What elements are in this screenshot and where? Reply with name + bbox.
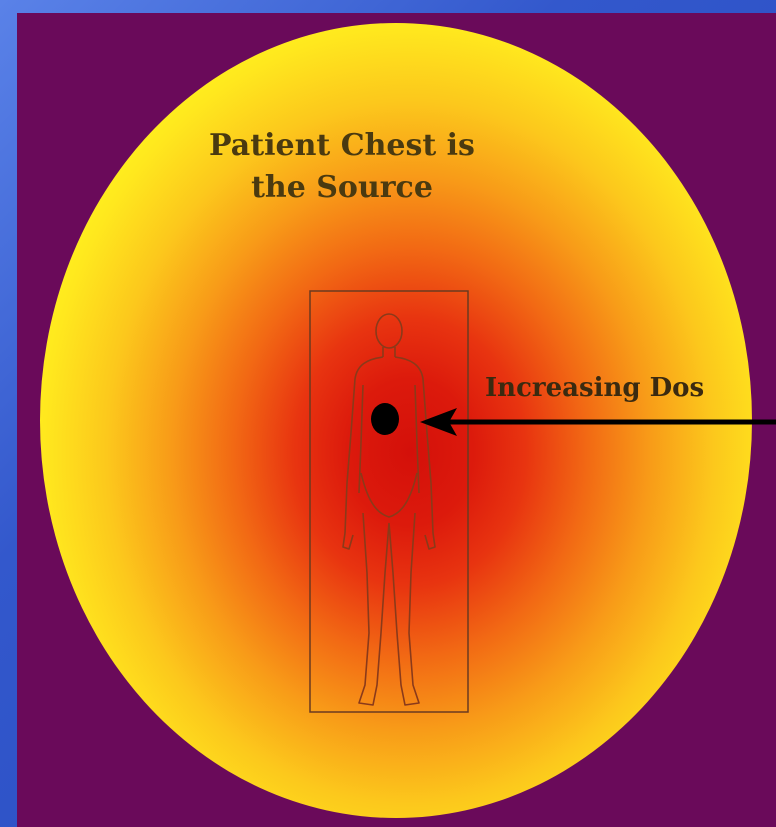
patient-silhouette-icon (343, 314, 435, 705)
radiation-source-dot (371, 403, 399, 435)
patient-figure (17, 13, 776, 827)
patient-bed-outline (310, 291, 468, 712)
left-arrow-icon (420, 408, 776, 436)
dose-diagram-panel: Patient Chest is the Source (17, 13, 776, 827)
increasing-dose-label: Increasing Dos (485, 373, 704, 403)
